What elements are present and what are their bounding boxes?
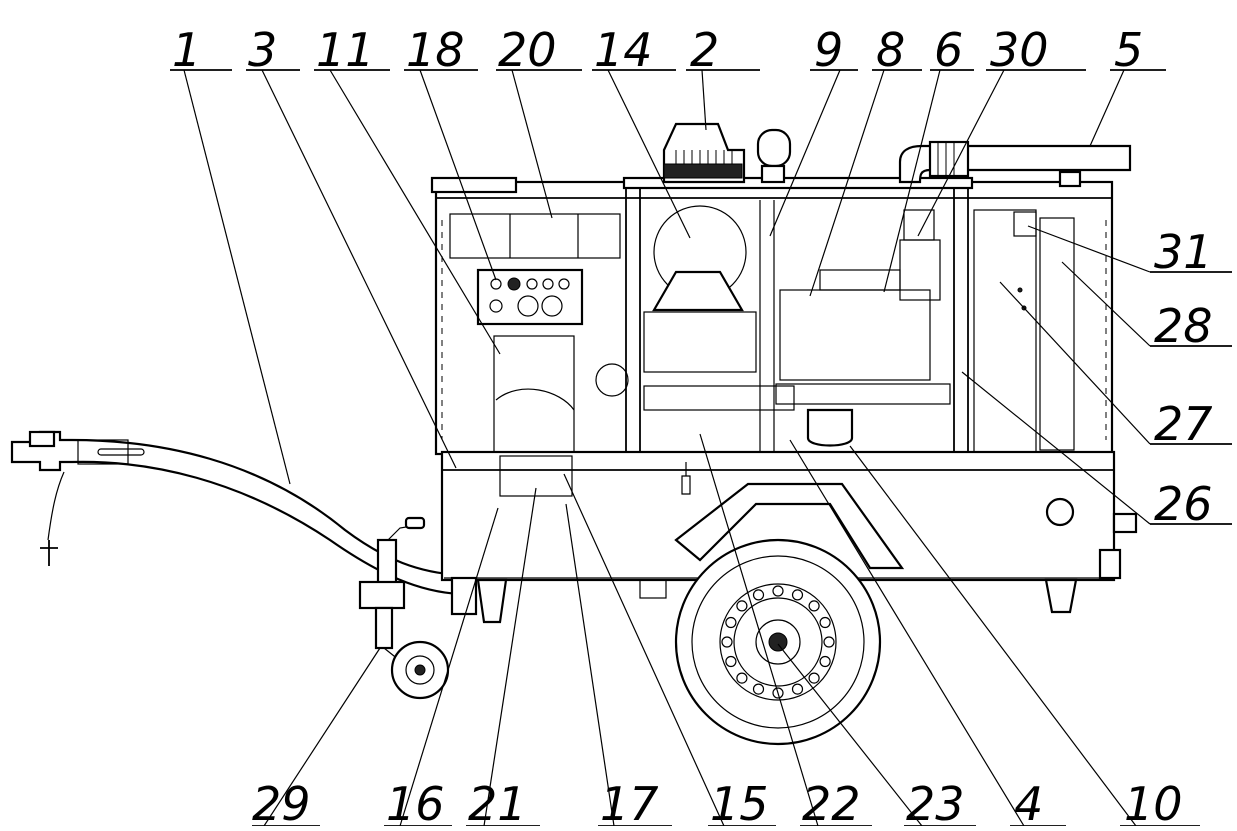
rim-hole [752,683,765,695]
rim-hole [791,589,804,601]
rim-holes [721,585,835,699]
rim-hole [725,655,737,668]
callout-26: 26 [1154,477,1213,531]
callout-2: 2 [690,23,719,77]
rim-hole [721,636,733,648]
rim-hole [725,616,737,629]
rim-hole [819,616,831,629]
callout-31: 31 [1154,225,1213,279]
callout-16: 16 [386,777,445,826]
callout-1: 1 [172,23,201,77]
callout-27: 27 [1154,397,1213,451]
callout-9: 9 [814,23,843,77]
rim-hole [808,600,820,612]
lifting-eye [756,128,792,184]
control-panel [476,268,584,326]
callout-4: 4 [1014,777,1043,826]
callout-14: 14 [594,23,653,77]
rim-hole [752,589,765,601]
axle-and-wheel [674,482,905,746]
rim-hole [791,683,804,695]
callout-20: 20 [498,23,557,77]
callout-23: 23 [906,777,965,826]
air-filter [662,122,746,184]
compressor-block [643,205,795,411]
callout-30: 30 [990,23,1049,77]
callout-10: 10 [1124,777,1183,826]
rim-hole [736,600,748,612]
callout-numbers-bottom: 29 16 21 17 15 22 23 4 10 [252,777,1183,831]
jockey-wheel [358,516,450,700]
callout-11: 11 [316,23,375,77]
callout-15: 15 [710,777,769,826]
callout-21: 21 [468,777,527,826]
callout-5: 5 [1114,23,1143,77]
compressor-trailer [10,122,1138,746]
callout-29: 29 [252,777,311,826]
callout-numbers-right: 31 28 27 26 [1154,225,1213,531]
callout-6: 6 [934,23,963,77]
callout-17: 17 [600,777,659,826]
rim-hole [772,585,784,597]
rim-hole [808,672,820,684]
callout-3: 3 [248,23,277,77]
callout-22: 22 [802,777,861,826]
rim-hole [823,636,835,648]
left-assemblies [449,213,629,497]
rim-hole [736,672,748,684]
rim-hole [819,655,831,668]
callout-numbers-top: 1 3 11 18 20 14 2 9 8 6 30 5 [172,23,1143,77]
engine-block [775,209,951,447]
leader-lines [183,69,1151,827]
rim-hole [772,687,784,699]
callout-28: 28 [1154,299,1213,353]
callout-18: 18 [406,23,465,77]
callout-8: 8 [876,23,905,77]
